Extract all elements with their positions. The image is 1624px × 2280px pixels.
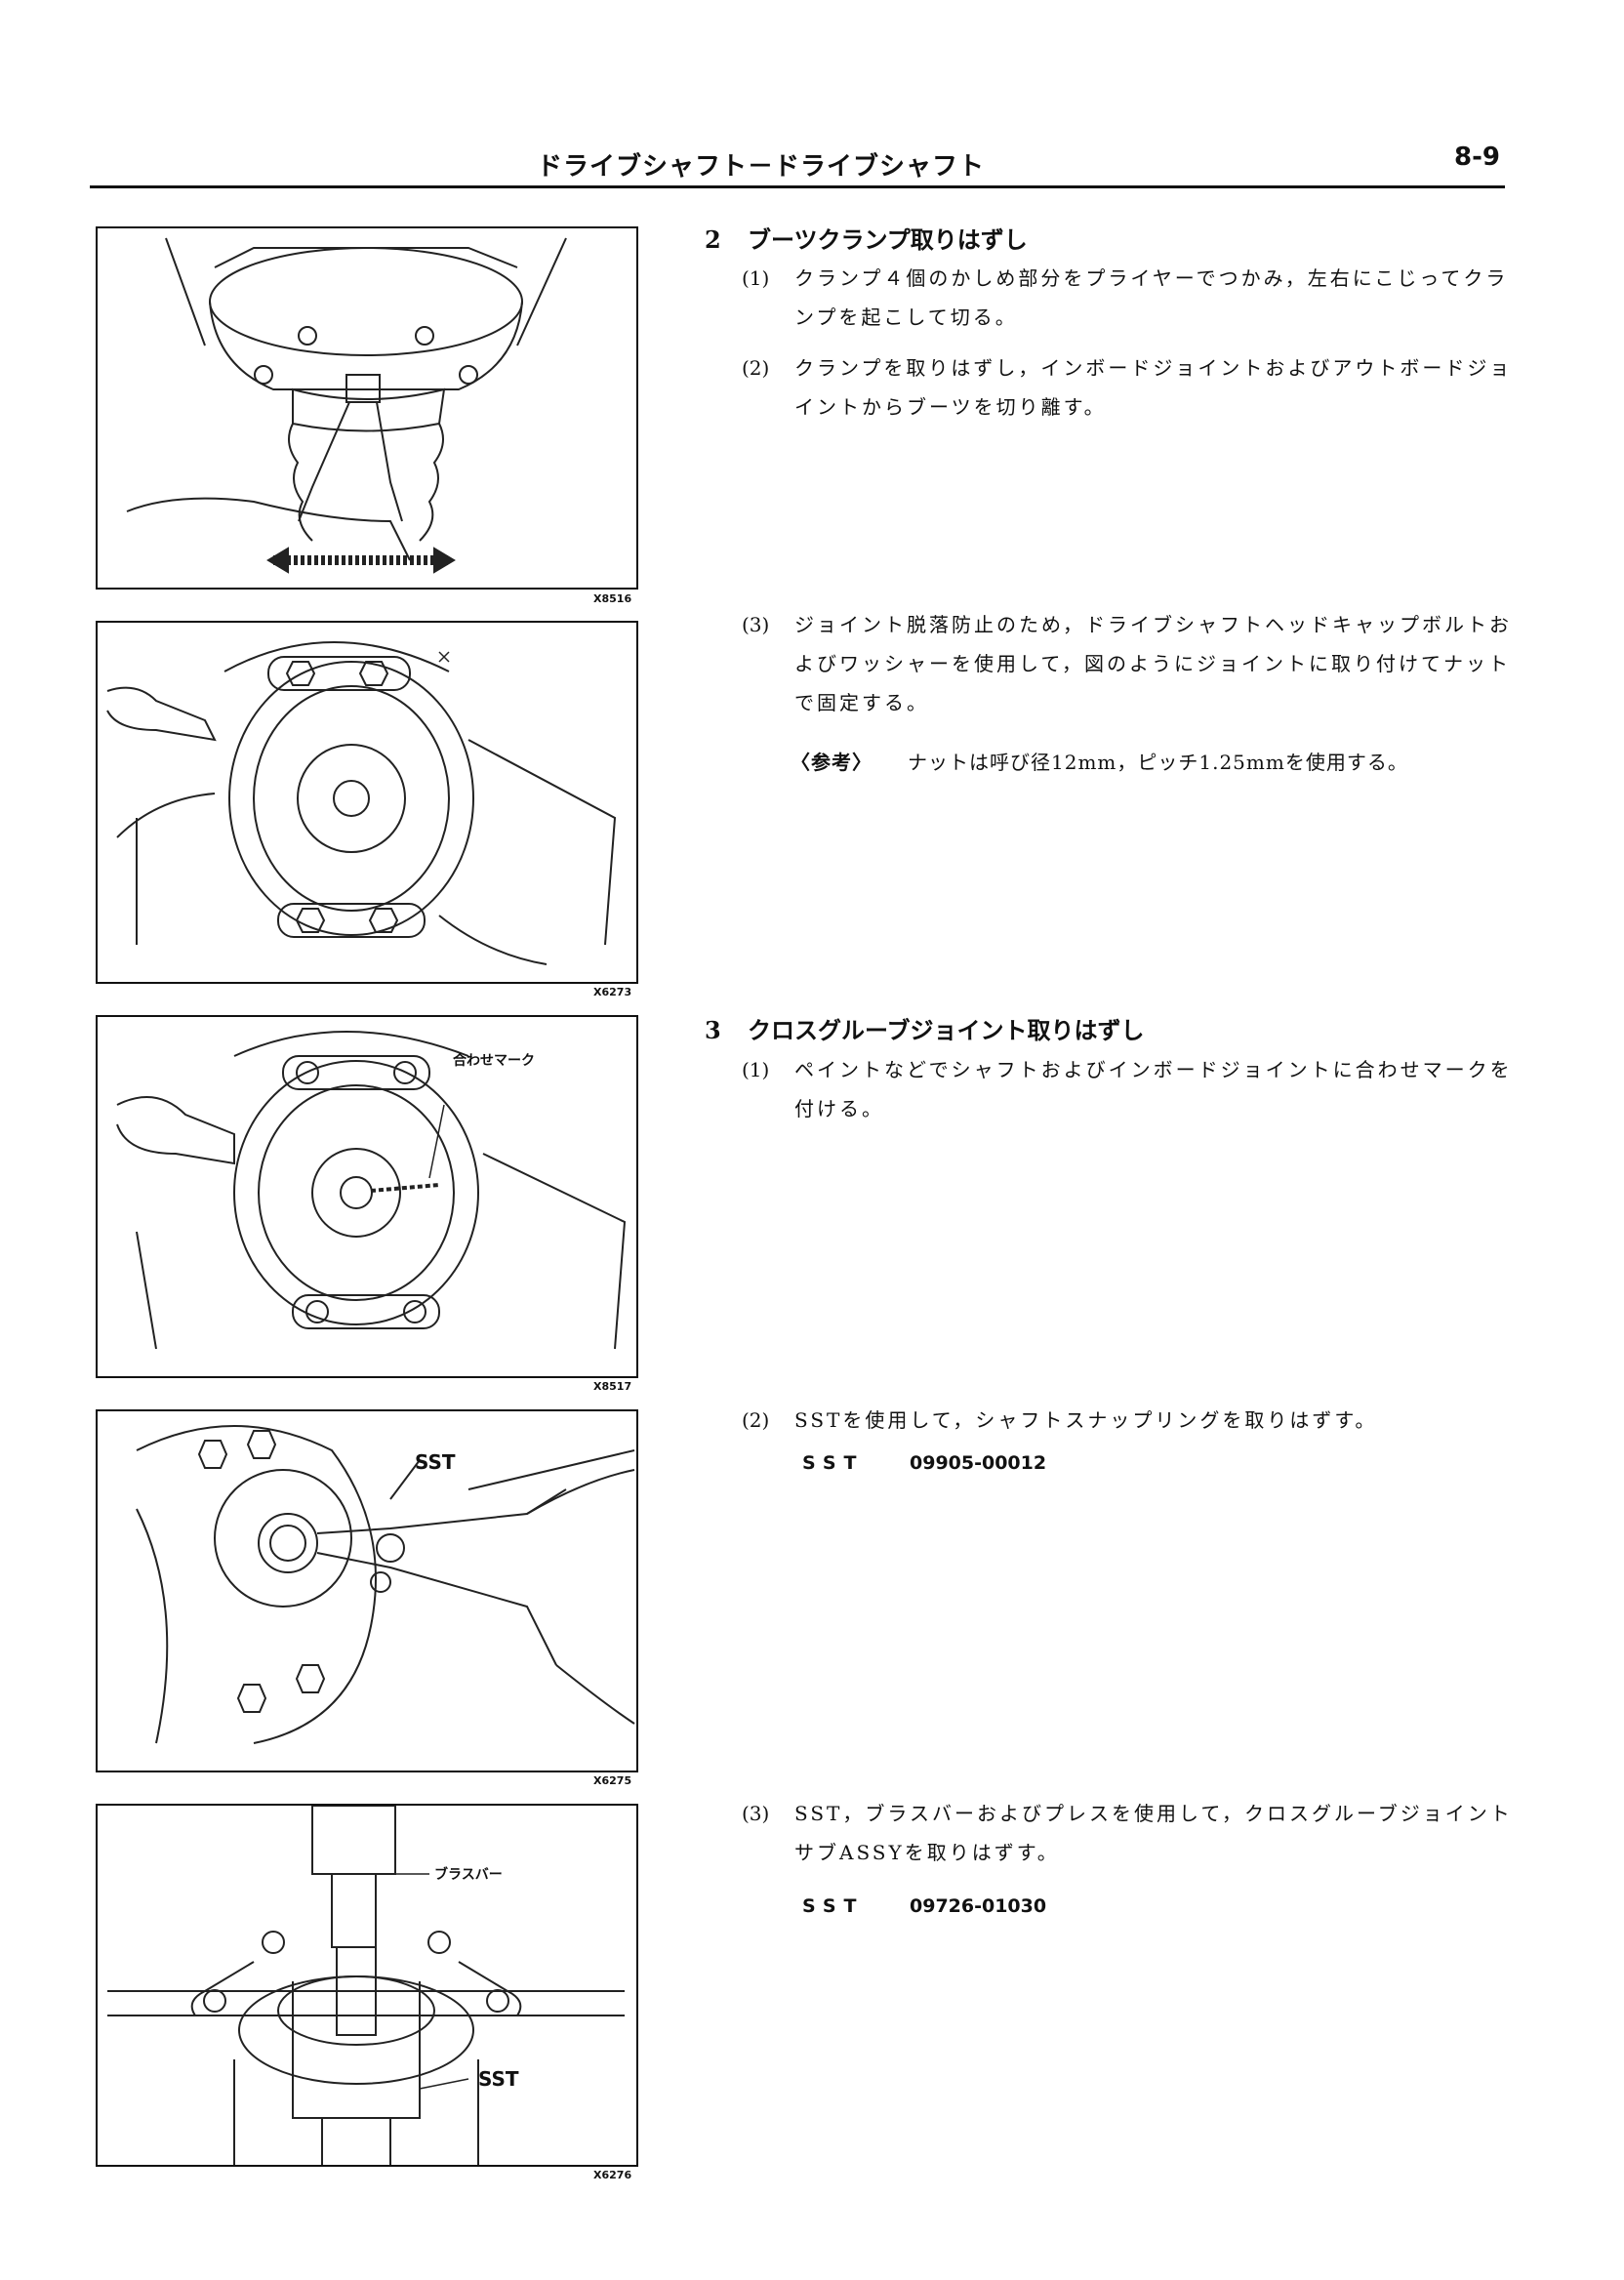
figure-code: X6273	[593, 986, 632, 998]
step-item: (3) ジョイント脱落防止のため，ドライブシャフトヘッドキャップボルトおよびワッ…	[742, 605, 1513, 722]
figure-snap-ring: SST	[96, 1409, 638, 1772]
step-text: クランプを取りはずし，インボードジョイントおよびアウトボードジョイントからブーツ…	[794, 356, 1513, 419]
figure-code: X6275	[593, 1774, 632, 1787]
note-label: 〈参考〉	[791, 751, 873, 774]
figure-code: X8517	[593, 1380, 632, 1393]
step-marker: (2)	[742, 1408, 770, 1432]
figure-joint-bolts	[96, 621, 638, 984]
step-item: (2) SSTを使用して，シャフトスナップリングを取りはずす。	[742, 1401, 1513, 1440]
step-text: SST，ブラスバーおよびプレスを使用して，クロスグルーブジョイントサブASSYを…	[794, 1802, 1513, 1864]
callout-brass-bar: ブラスバー	[434, 1867, 503, 1883]
header-rule	[90, 185, 1505, 188]
step-marker: (1)	[742, 266, 770, 290]
step-marker: (2)	[742, 356, 770, 380]
note-text: ナットは呼び径12mm，ピッチ1.25mmを使用する。	[908, 751, 1408, 774]
sst-code: 09726-01030	[910, 1895, 1047, 1917]
boot-clamp-illustration	[126, 237, 567, 574]
joint-bolts-illustration	[106, 641, 617, 965]
figure-code: X8516	[593, 592, 632, 605]
sst-spec: SST 09726-01030	[802, 1895, 1046, 1917]
snap-ring-illustration	[136, 1425, 635, 1744]
figure-alignment-mark: 合わせマーク	[96, 1015, 638, 1378]
alignment-mark-illustration	[116, 1031, 627, 1350]
sst-label: SST	[802, 1452, 865, 1474]
step-text: SSTを使用して，シャフトスナップリングを取りはずす。	[794, 1408, 1378, 1432]
step-marker: (1)	[742, 1058, 770, 1081]
page-header-title: ドライブシャフト－ドライブシャフト	[537, 152, 986, 182]
step-item: (1) ペイントなどでシャフトおよびインボードジョイントに合わせマークを付ける。	[742, 1050, 1513, 1128]
section-heading: 2 ブーツクランプ取りはずし	[705, 221, 1028, 255]
step-marker: (3)	[742, 613, 770, 636]
step-item: (3) SST，ブラスバーおよびプレスを使用して，クロスグルーブジョイントサブA…	[742, 1794, 1513, 1872]
sst-label: SST	[802, 1895, 865, 1917]
section-number: 3	[705, 1016, 721, 1044]
callout-sst: SST	[415, 1450, 456, 1474]
step-text: ジョイント脱落防止のため，ドライブシャフトヘッドキャップボルトおよびワッシャーを…	[794, 613, 1512, 714]
section-title: ブーツクランプ取りはずし	[748, 225, 1028, 254]
sst-code: 09905-00012	[910, 1452, 1047, 1474]
figure-code: X6276	[593, 2169, 632, 2181]
step-text: ペイントなどでシャフトおよびインボードジョイントに合わせマークを付ける。	[794, 1058, 1513, 1120]
step-text: クランプ４個のかしめ部分をプライヤーでつかみ，左右にこじってクランプを起こして切…	[794, 266, 1509, 329]
callout-sst: SST	[478, 2067, 519, 2091]
press-illustration	[107, 1806, 625, 2165]
page-number: 8-9	[1454, 142, 1500, 172]
section-number: 2	[705, 225, 721, 254]
step-item: (1) クランプ４個のかしめ部分をプライヤーでつかみ，左右にこじってクランプを起…	[742, 259, 1513, 337]
reference-note: 〈参考〉 ナットは呼び径12mm，ピッチ1.25mmを使用する。	[791, 747, 1408, 775]
section-title: クロスグルーブジョイント取りはずし	[748, 1016, 1145, 1044]
sst-spec: SST 09905-00012	[802, 1452, 1046, 1474]
step-item: (2) クランプを取りはずし，インボードジョイントおよびアウトボードジョイントか…	[742, 348, 1513, 427]
section-heading: 3 クロスグルーブジョイント取りはずし	[705, 1011, 1145, 1045]
callout-alignment-mark: 合わせマーク	[453, 1053, 535, 1069]
figure-boot-clamp	[96, 226, 638, 590]
figure-press: ブラスバー SST	[96, 1804, 638, 2167]
step-marker: (3)	[742, 1802, 770, 1825]
